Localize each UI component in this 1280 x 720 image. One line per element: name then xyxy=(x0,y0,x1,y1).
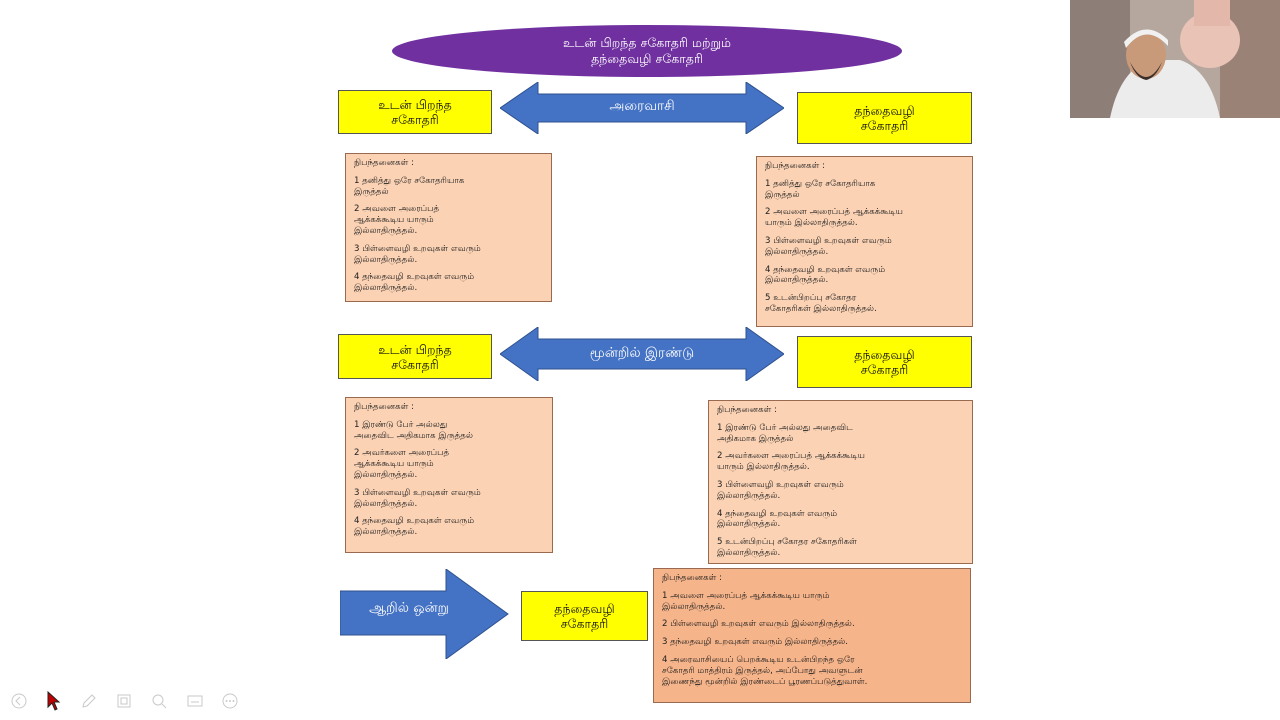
condition-item: 3 பிள்ளைவழி உறவுகள் எவரும் இல்லாதிருத்தல… xyxy=(765,235,892,257)
condition-item: 1 தனித்து ஒரே சகோதரியாக இருத்தல் xyxy=(354,175,465,197)
row3-conditions: நிபந்தனைகள் : 1 அவளை அரைப்பத் ஆக்கக்கூடி… xyxy=(653,568,971,703)
row1-left-conditions: நிபந்தனைகள் : 1 தனித்து ஒரே சகோதரியாக இர… xyxy=(345,153,552,302)
row3-right-arrow xyxy=(340,569,509,659)
condition-item: 4 தந்தைவழி உறவுகள் எவரும் இல்லாதிருத்தல்… xyxy=(354,272,475,294)
row3-box-line1: தந்தைவழி xyxy=(554,601,615,616)
condition-item: 3 பிள்ளைவழி உறவுகள் எவரும் இல்லாதிருத்தல… xyxy=(354,487,481,509)
row1-right-box-line1: தந்தைவழி xyxy=(854,103,915,118)
row1-left-box-line2: சகோதரி xyxy=(391,112,439,127)
condition-item: 2 பிள்ளைவழி உறவுகள் எவரும் இல்லாதிருத்தல… xyxy=(662,619,855,630)
condition-item: 5 உடன்பிறப்பு சகோதர சகோதரிகள் இல்லாதிருத… xyxy=(765,293,877,314)
row3-box: தந்தைவழி சகோதரி xyxy=(521,591,648,641)
condition-item: 2 அவர்களை அரைப்பத் ஆக்கக்கூடிய யாரும் இல… xyxy=(354,448,450,480)
condition-item: 5 உடன்பிறப்பு சகோதர சகோதரிகள் இல்லாதிருத… xyxy=(717,537,857,558)
row1-right-conditions: நிபந்தனைகள் : 1 தனித்து ஒரே சகோதரியாக இர… xyxy=(756,156,973,327)
condition-item: 4 தந்தைவழி உறவுகள் எவரும் இல்லாதிருத்தல்… xyxy=(765,264,886,286)
condition-item: 1 இரண்டு பேர் அல்லது அதைவிட அதிகமாக இருத… xyxy=(717,422,853,444)
row3-box-line2: சகோதரி xyxy=(560,616,609,631)
title-line1: உடன் பிறந்த சகோதரி மற்றும் xyxy=(563,35,731,50)
condition-item: 2 அவளை அரைப்பத் ஆக்கக்கூடிய யாரும் இல்லா… xyxy=(354,204,440,236)
row2-left-box-line1: உடன் பிறந்த xyxy=(378,341,452,357)
row1-left-box: உடன் பிறந்த சகோதரி xyxy=(338,90,492,134)
row2-right-conditions: நிபந்தனைகள் : 1 இரண்டு பேர் அல்லது அதைவி… xyxy=(708,400,973,564)
webcam-video xyxy=(1070,0,1280,118)
row1-right-box-line2: சகோதரி xyxy=(860,118,909,133)
row2-left-box-line2: சகோதரி xyxy=(391,356,439,372)
presenter-image xyxy=(1070,0,1280,118)
conditions-header: நிபந்தனைகள் : xyxy=(354,402,414,412)
conditions-header: நிபந்தனைகள் : xyxy=(765,161,825,171)
condition-item: 2 அவர்களை அரைப்பத் ஆக்கக்கூடிய யாரும் இல… xyxy=(717,451,866,473)
condition-item: 1 இரண்டு பேர் அல்லது அதைவிட அதிகமாக இருத… xyxy=(354,419,474,441)
condition-item: 2 அவளை அரைப்பத் ஆக்கக்கூடிய யாரும் இல்லா… xyxy=(765,207,904,229)
pen-icon[interactable] xyxy=(80,692,98,710)
slides-icon[interactable] xyxy=(115,692,133,710)
row1-right-box: தந்தைவழி சகோதரி xyxy=(797,92,972,144)
condition-item: 1 அவளை அரைப்பத் ஆக்கக்கூடிய யாரும் இல்லா… xyxy=(662,590,830,612)
row2-right-box: தந்தைவழி சகோதரி xyxy=(797,336,972,388)
row2-right-box-line2: சகோதரி xyxy=(860,362,909,377)
title-line2: தந்தைவழி சகோதரி xyxy=(591,51,703,66)
back-icon[interactable] xyxy=(10,692,28,710)
row2-right-box-line1: தந்தைவழி xyxy=(854,347,915,362)
condition-item: 3 பிள்ளைவழி உறவுகள் எவரும் இல்லாதிருத்தல… xyxy=(717,479,844,501)
conditions-header: நிபந்தனைகள் : xyxy=(354,158,414,168)
row3-arrow-label: ஆறில் ஒன்று xyxy=(369,600,449,616)
row2-arrow-label: மூன்றில் இரண்டு xyxy=(589,345,695,361)
row1-left-box-line1: உடன் பிறந்த xyxy=(378,97,452,112)
subtitles-icon[interactable] xyxy=(186,692,204,710)
row1-arrow-label: அரைவாசி xyxy=(609,98,675,114)
condition-item: 4 அரைவாசியைப் பெறக்கூடிய உடன்பிறந்த ஒரே … xyxy=(662,654,868,687)
condition-item: 4 தந்தைவழி உறவுகள் எவரும் இல்லாதிருத்தல்… xyxy=(354,516,475,538)
row2-left-box: உடன் பிறந்த சகோதரி xyxy=(338,334,492,379)
conditions-header: நிபந்தனைகள் : xyxy=(717,405,777,415)
condition-item: 1 தனித்து ஒரே சகோதரியாக இருத்தல் xyxy=(765,178,876,200)
more-icon[interactable] xyxy=(221,692,239,710)
zoom-icon[interactable] xyxy=(150,692,168,710)
row2-double-arrow xyxy=(500,327,784,381)
pointer-icon[interactable] xyxy=(45,690,63,712)
row2-left-conditions: நிபந்தனைகள் : 1 இரண்டு பேர் அல்லது அதைவி… xyxy=(345,397,553,553)
condition-item: 3 தந்தைவழி உறவுகள் எவரும் இல்லாதிருத்தல்… xyxy=(662,637,849,648)
diagram-title: உடன் பிறந்த சகோதரி மற்றும் தந்தைவழி சகோத… xyxy=(392,25,902,77)
condition-item: 3 பிள்ளைவழி உறவுகள் எவரும் இல்லாதிருத்தல… xyxy=(354,243,481,265)
conditions-header: நிபந்தனைகள் : xyxy=(662,573,722,583)
condition-item: 4 தந்தைவழி உறவுகள் எவரும் இல்லாதிருத்தல்… xyxy=(717,508,838,530)
row1-double-arrow xyxy=(500,82,784,134)
